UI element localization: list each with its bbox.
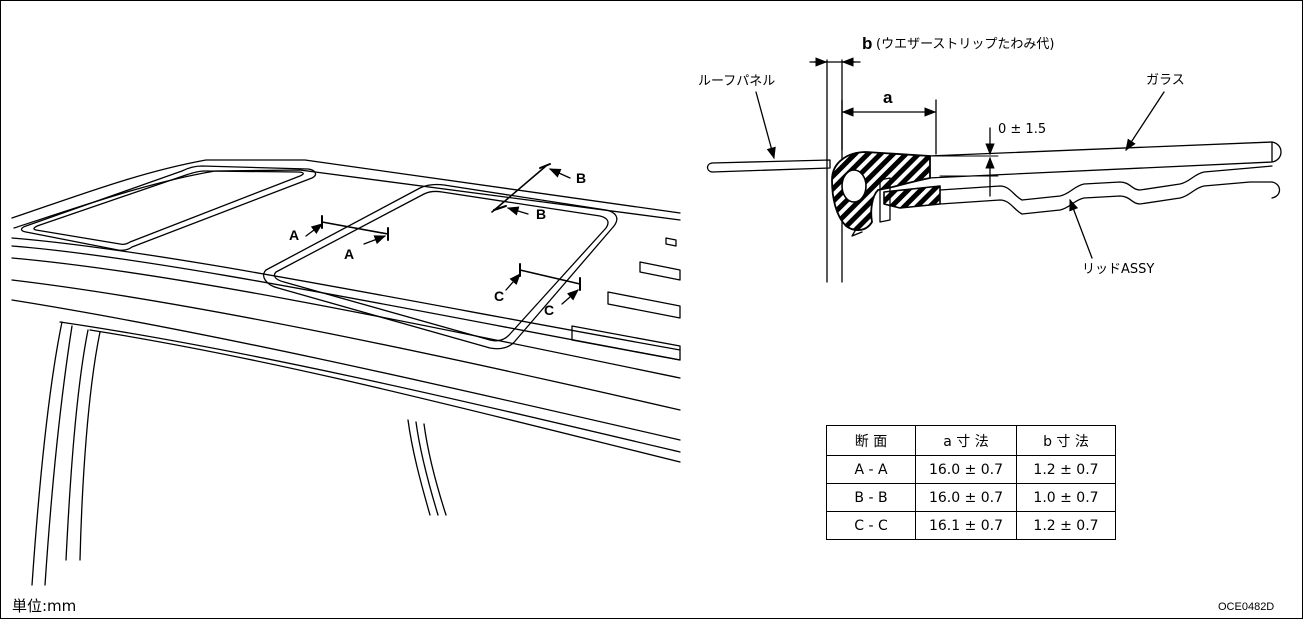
pillar-mid-1 bbox=[407, 419, 431, 516]
seal-hollow bbox=[841, 169, 867, 203]
section-a-right-label: A bbox=[344, 246, 355, 262]
lid-assy-leader bbox=[1069, 198, 1093, 259]
pillar-left-1 bbox=[31, 321, 63, 586]
figure-code: OCE0482D bbox=[1218, 601, 1275, 613]
cut-line-b-tick1 bbox=[539, 163, 551, 169]
a-dimension-letter: a bbox=[883, 88, 893, 107]
cut-line-c bbox=[519, 269, 581, 285]
glass-leader bbox=[1125, 91, 1165, 151]
dimension-table: 断 面 a 寸 法 b 寸 法 A - A 16.0 ± 0.7 1.2 ± 0… bbox=[826, 425, 1116, 540]
pillar-left-4 bbox=[79, 331, 101, 561]
lid-assy-lower bbox=[939, 181, 1273, 215]
arrow-c-right bbox=[561, 289, 579, 305]
cell-section: A - A bbox=[826, 455, 916, 484]
section-b-bottom-label: B bbox=[536, 206, 547, 222]
body-line-1 bbox=[11, 299, 681, 441]
arrow-a-right bbox=[363, 235, 387, 245]
cell-a-dimension: 16.0 ± 0.7 bbox=[915, 483, 1017, 512]
table-row: B - B 16.0 ± 0.7 1.0 ± 0.7 bbox=[826, 483, 1116, 512]
pillar-left-2 bbox=[44, 325, 73, 586]
lid-assy-label: リッドASSY bbox=[1082, 262, 1155, 277]
pillar-mid-3 bbox=[423, 423, 447, 516]
cell-a-dimension: 16.0 ± 0.7 bbox=[915, 455, 1017, 484]
section-a-left-label: A bbox=[289, 227, 300, 243]
lid-end bbox=[1271, 181, 1281, 199]
glass bbox=[927, 141, 1273, 179]
front-glass-panel-inner bbox=[33, 170, 304, 246]
section-c-right-label: C bbox=[544, 302, 555, 318]
sunroof-inner bbox=[273, 190, 609, 342]
roof-panel-leader bbox=[755, 91, 776, 160]
seal-lower-lip bbox=[883, 185, 941, 209]
front-glass-panel-outer bbox=[20, 165, 317, 252]
rear-slot-3 bbox=[607, 291, 681, 319]
lid-frame bbox=[879, 177, 891, 223]
rear-slot-1 bbox=[665, 237, 677, 247]
cell-section: B - B bbox=[826, 483, 916, 512]
roof-side-edge-3 bbox=[11, 257, 681, 379]
arrow-b-top bbox=[548, 168, 571, 179]
cut-line-a bbox=[321, 221, 389, 235]
header-a-dimension: a 寸 法 bbox=[915, 425, 1017, 456]
table-header-row: 断 面 a 寸 法 b 寸 法 bbox=[826, 425, 1116, 456]
cut-line-b bbox=[491, 165, 547, 213]
arrow-a-left bbox=[305, 223, 323, 237]
header-b-dimension: b 寸 法 bbox=[1016, 425, 1116, 456]
cell-b-dimension: 1.2 ± 0.7 bbox=[1016, 455, 1116, 484]
rear-slot-2 bbox=[639, 261, 681, 281]
body-line-2 bbox=[59, 321, 681, 453]
b-dimension-letter: b bbox=[862, 34, 873, 53]
table-row: C - C 16.1 ± 0.7 1.2 ± 0.7 bbox=[826, 511, 1116, 540]
glass-label: ガラス bbox=[1146, 73, 1185, 88]
roof-front-edge bbox=[11, 159, 681, 219]
roof-side-edge-1 bbox=[11, 237, 681, 351]
cell-b-dimension: 1.0 ± 0.7 bbox=[1016, 483, 1116, 512]
roof-drawing bbox=[11, 159, 681, 586]
roof-panel bbox=[711, 159, 831, 173]
lid-assy bbox=[939, 165, 1273, 201]
cell-a-dimension: 16.1 ± 0.7 bbox=[915, 511, 1017, 540]
body-line-3 bbox=[89, 329, 681, 463]
cell-section: C - C bbox=[826, 511, 916, 540]
arrow-c-left bbox=[505, 273, 521, 291]
pillar-mid-2 bbox=[415, 421, 439, 516]
sunroof-outer bbox=[263, 183, 618, 350]
pillar-left-3 bbox=[65, 329, 89, 561]
roof-panel-end bbox=[706, 162, 713, 173]
section-detail-drawing bbox=[706, 57, 1282, 283]
roof-side-edge-2 bbox=[11, 245, 681, 361]
flush-tolerance-label: 0 ± 1.5 bbox=[998, 122, 1047, 137]
table-row: A - A 16.0 ± 0.7 1.2 ± 0.7 bbox=[826, 455, 1116, 484]
glass-end bbox=[1271, 141, 1282, 163]
section-c-left-label: C bbox=[494, 288, 505, 304]
rear-slot-4 bbox=[571, 325, 681, 361]
cell-b-dimension: 1.2 ± 0.7 bbox=[1016, 511, 1116, 540]
header-section: 断 面 bbox=[826, 425, 916, 456]
drip-lip bbox=[851, 225, 863, 237]
section-b-top-label: B bbox=[576, 170, 587, 186]
unit-label: 単位:mm bbox=[12, 597, 77, 615]
b-dimension-description: (ウエザーストリップたわみ代) bbox=[876, 37, 1055, 52]
roof-side-edge-4 bbox=[11, 279, 681, 411]
roof-panel-label: ルーフパネル bbox=[698, 74, 776, 89]
cut-line-b-tick2 bbox=[493, 205, 507, 211]
arrow-b-bottom bbox=[506, 206, 529, 216]
